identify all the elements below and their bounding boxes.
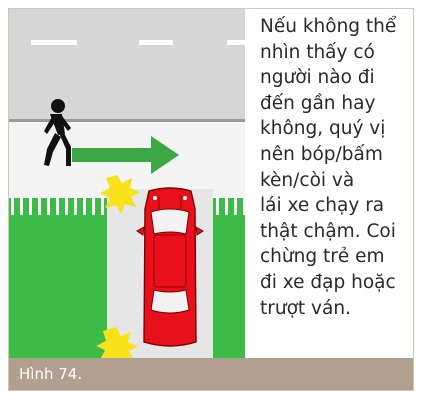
- caption-line: trượt ván.: [260, 296, 412, 322]
- lane-marking: [31, 40, 77, 45]
- caption-line: thật chậm. Coi: [260, 219, 412, 245]
- caption-line: kèn/còi và: [260, 168, 412, 194]
- driveway-illustration: [9, 9, 245, 358]
- lawn-left: [9, 198, 107, 358]
- road: [9, 9, 245, 119]
- caption-text: Nếu không thể nhìn thấy có người nào đi …: [260, 14, 412, 321]
- curb: [9, 119, 245, 122]
- car-icon: [137, 188, 203, 346]
- figure-label: Hình 74.: [19, 365, 82, 383]
- illustration-svg: [9, 9, 245, 358]
- caption-line: đến gần hay: [260, 91, 412, 117]
- lane-marking: [227, 40, 245, 45]
- caption-line: Nếu không thể: [260, 14, 412, 40]
- lane-marking: [139, 40, 173, 45]
- lawn-right: [213, 198, 245, 358]
- caption-line: lái xe chạy ra: [260, 193, 412, 219]
- caption-line: nhìn thấy có: [260, 40, 412, 66]
- caption-line: nên bóp/bấm: [260, 142, 412, 168]
- caption-line: người nào đi: [260, 65, 412, 91]
- caption-line: không, quý vị: [260, 116, 412, 142]
- figure-label-bar: Hình 74.: [9, 358, 413, 390]
- caption-line: chừng trẻ em: [260, 244, 412, 270]
- caption-line: đi xe đạp hoặc: [260, 270, 412, 296]
